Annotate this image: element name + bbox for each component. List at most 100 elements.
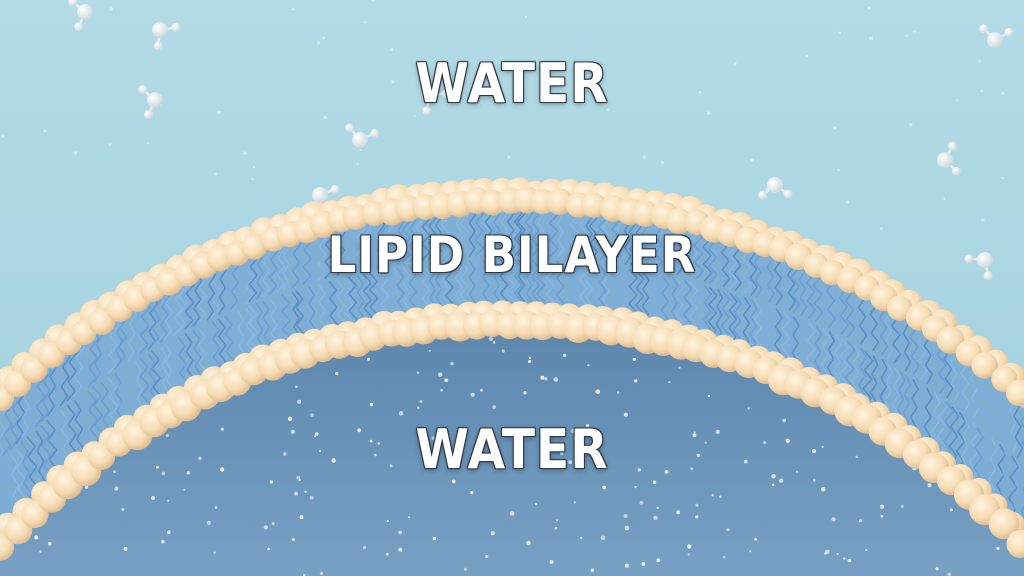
particle	[319, 449, 322, 453]
lipid-tail	[936, 396, 948, 456]
particle	[161, 471, 166, 476]
particle	[544, 377, 548, 381]
particle	[428, 349, 431, 352]
particle	[214, 506, 218, 510]
particle	[48, 541, 52, 546]
lipid-head	[1006, 529, 1024, 559]
lipid-tail	[59, 346, 71, 407]
particle	[779, 478, 784, 483]
particle	[678, 366, 681, 369]
lipid-tail	[797, 319, 808, 374]
lipid-tail	[262, 300, 271, 354]
particle	[497, 452, 501, 456]
water-molecule	[68, 0, 93, 32]
lipid-tail	[459, 206, 469, 258]
lipid-tail	[328, 280, 338, 334]
particle	[507, 155, 511, 159]
lipid-tail	[688, 281, 698, 334]
particle	[978, 60, 981, 63]
lipid-tail	[973, 427, 984, 489]
lipid-tail	[578, 207, 588, 260]
lipid-tail	[820, 328, 831, 383]
lipid-tail	[344, 222, 354, 275]
particle	[39, 550, 42, 553]
water-molecule	[758, 177, 793, 200]
lipid-tail	[20, 441, 32, 504]
lipid-tail	[176, 278, 188, 334]
particle	[606, 108, 609, 111]
lipid-tail	[138, 297, 151, 355]
lipid-tail	[468, 205, 476, 258]
particle	[733, 62, 737, 65]
lipid-tail	[931, 392, 941, 451]
lipid-tail	[409, 211, 417, 263]
particle	[880, 504, 885, 509]
lipid-tail	[884, 362, 893, 420]
particle	[470, 462, 474, 466]
lipid-tail	[34, 366, 47, 428]
particle	[637, 468, 641, 472]
lipid-head	[1005, 379, 1024, 406]
particle	[526, 540, 531, 546]
lipid-tail	[500, 204, 508, 256]
particle	[900, 504, 904, 508]
particle	[562, 353, 567, 357]
particle	[528, 356, 532, 360]
lipid-tail	[761, 303, 771, 358]
lipid-tail	[268, 242, 279, 296]
lipid-tail	[651, 272, 660, 325]
lipid-tail	[862, 292, 874, 349]
lipid-tail	[675, 278, 685, 331]
particle	[707, 394, 711, 398]
lipid-tail	[223, 315, 235, 370]
lipid-tail	[862, 351, 874, 408]
particle	[490, 531, 495, 536]
water-molecule	[422, 87, 451, 116]
lipid-tail	[949, 343, 960, 404]
particle	[34, 535, 39, 540]
particle	[297, 399, 302, 404]
particle	[213, 551, 216, 554]
particle	[687, 553, 690, 556]
particle	[165, 434, 169, 438]
particle	[981, 218, 985, 222]
particle	[656, 558, 661, 563]
particle	[524, 15, 528, 19]
particle	[386, 519, 389, 523]
lipid-tail	[660, 220, 670, 273]
lipid-tail	[514, 204, 523, 257]
lipid-tail	[588, 263, 599, 316]
particle	[540, 375, 545, 380]
lipid-head	[241, 233, 268, 260]
lipid-tail	[192, 272, 203, 327]
lipid-tail	[343, 277, 354, 330]
particle	[123, 546, 128, 551]
particle	[296, 475, 301, 480]
lipid-tail	[87, 329, 100, 388]
particle	[243, 151, 247, 155]
lipid-tail	[715, 288, 724, 342]
particle	[214, 172, 217, 176]
particle	[121, 508, 125, 511]
particle	[419, 400, 423, 403]
inner-particles	[5, 337, 1000, 576]
particle	[706, 111, 711, 115]
particle	[431, 436, 436, 440]
lipid-tail	[159, 287, 170, 344]
particle	[84, 485, 89, 489]
particle	[492, 341, 496, 344]
particle	[869, 36, 873, 40]
particle	[782, 418, 787, 423]
particle	[492, 405, 496, 409]
particle	[198, 456, 202, 460]
lipid-tail	[150, 291, 162, 347]
particle	[624, 525, 630, 531]
particle	[695, 503, 699, 507]
particle	[414, 115, 416, 117]
particle	[805, 54, 809, 58]
lipid-tail	[73, 337, 85, 397]
lipid-tail	[261, 244, 272, 298]
particle	[291, 538, 295, 542]
lipid-tail	[376, 216, 385, 268]
particle	[750, 158, 754, 162]
